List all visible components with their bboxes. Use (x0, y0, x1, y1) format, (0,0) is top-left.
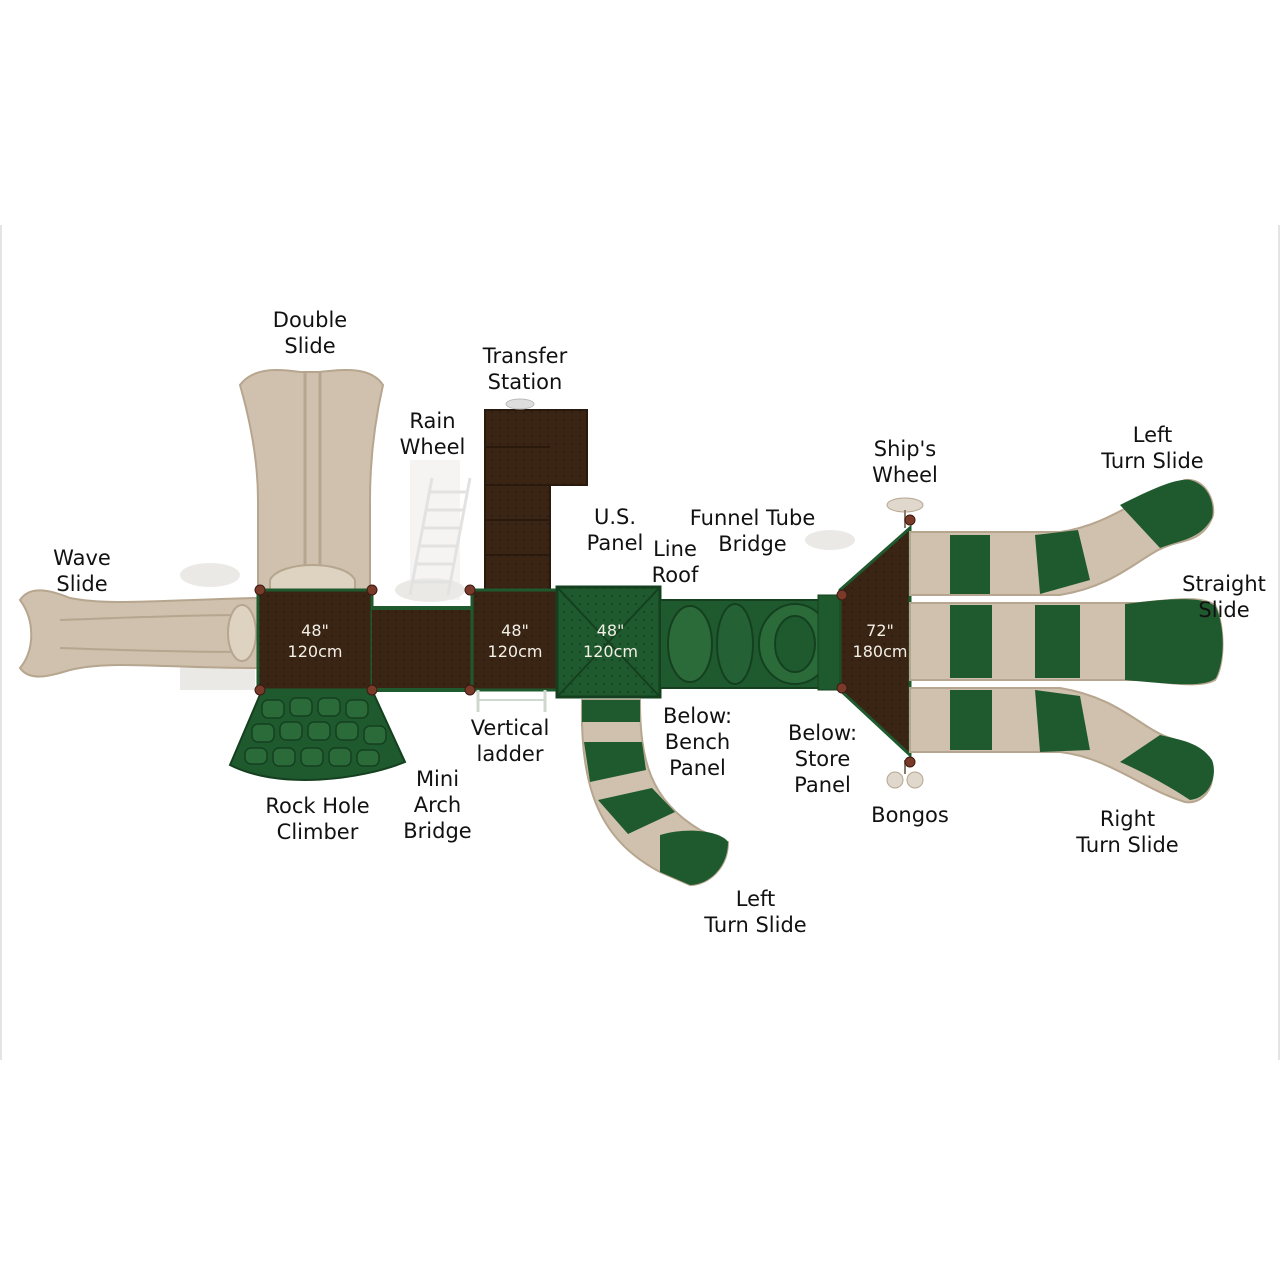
right-turn-slide-shape (909, 687, 1214, 804)
deck-3-height: 48"120cm (583, 621, 638, 661)
deck-1-height: 48"120cm (287, 621, 343, 661)
funnel-tube-bridge-shape (659, 599, 841, 689)
double-slide-shape (238, 369, 385, 593)
label-us-panel: U.S.Panel (586, 505, 644, 555)
left-turn-slide-top-shape (909, 478, 1215, 596)
deck-4-platform (817, 524, 912, 759)
posts (254, 514, 916, 768)
rain-wheel-ladder (408, 477, 472, 596)
transfer-station-shape (484, 398, 588, 591)
rock-hole-climber-shape (228, 689, 407, 781)
label-bongos: Bongos (871, 803, 949, 827)
ships-wheel-shape (886, 497, 924, 528)
mini-arch-bridge-shape (372, 606, 472, 692)
bongos-shape (886, 760, 924, 789)
deck-1-platform (256, 588, 374, 692)
wave-slide-shape (18, 589, 259, 678)
left-turn-slide-bottom-shape (580, 699, 730, 887)
deck-3-roof (555, 585, 662, 699)
deck-2-platform (470, 588, 559, 712)
straight-slide-shape (909, 598, 1224, 686)
deck-2-height: 48"120cm (487, 621, 543, 661)
deck-4-height: 72"180cm (852, 621, 908, 661)
